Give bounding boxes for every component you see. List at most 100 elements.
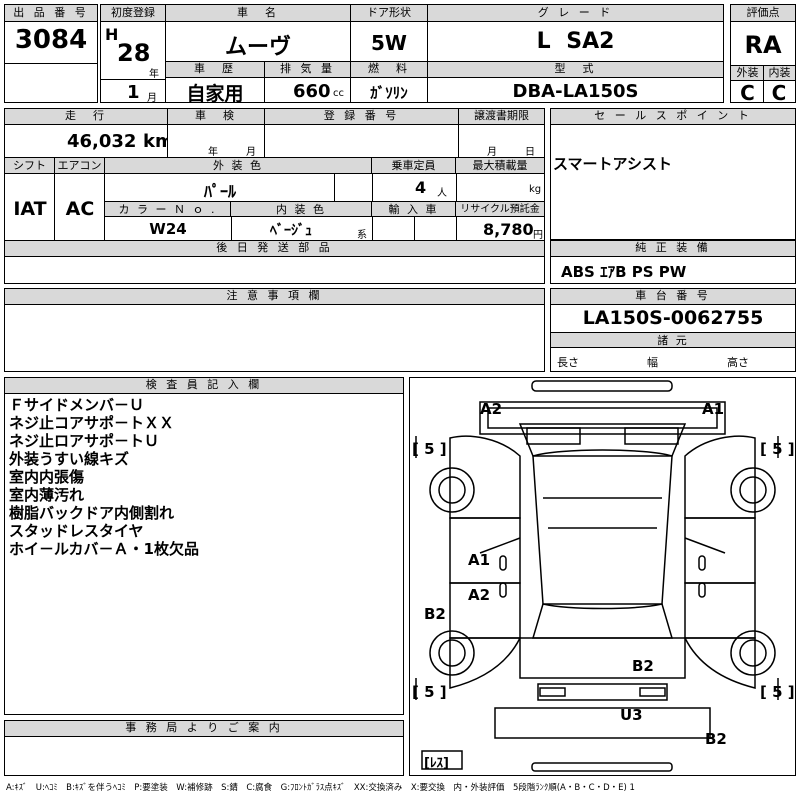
- lot-number-divider: [5, 63, 97, 64]
- car-name-box: 車 名 ムーヴ: [165, 4, 351, 62]
- capacity-value: 4: [415, 178, 427, 197]
- shift-value: IAT: [13, 198, 47, 220]
- shift-label: シフト: [5, 158, 55, 174]
- cautions-box: 注 意 事 項 欄: [4, 288, 545, 372]
- chassis-box: 車 台 番 号 LA150S-0062755 諸 元 長さ 幅 高さ: [550, 288, 796, 372]
- inspector-note: 外装うすい線キズ: [9, 450, 130, 468]
- displacement-label: 排 気 量: [265, 62, 350, 78]
- mileage-label: 走 行: [5, 109, 167, 125]
- inspector-note: 室内内張傷: [9, 468, 85, 486]
- mark-u3: U3: [620, 706, 643, 724]
- door-value: 5W: [371, 31, 407, 55]
- max-load-unit: kg: [529, 184, 542, 195]
- transfer-deadline-label: 譲渡書期限: [459, 109, 544, 125]
- score-value: RA: [744, 31, 782, 59]
- later-parts-box: 後 日 発 送 部 品: [4, 240, 545, 284]
- height-label: 高さ: [727, 356, 749, 369]
- width-label: 幅: [647, 356, 658, 369]
- import-divider-a: [372, 217, 373, 240]
- mark-tire-fr: [ 5 ]: [760, 440, 795, 458]
- inspector-note: ネジ止コアサポ－トＸＸ: [9, 414, 175, 432]
- fuel-label: 燃 料: [351, 62, 427, 78]
- shift-cell: [5, 174, 55, 240]
- chassis-label: 車 台 番 号: [551, 289, 795, 305]
- ext-color-label: 外 装 色: [105, 158, 372, 174]
- recycle-label: リサイクル預託金: [456, 201, 544, 217]
- genuine-equipment-label: 純 正 装 備: [551, 241, 795, 257]
- capacity-label: 乗車定員: [372, 158, 456, 174]
- inspection-label: 車 検: [168, 109, 264, 125]
- mark-b2-side: B2: [424, 605, 446, 623]
- office-box: 事 務 局 よ り ご 案 内: [4, 720, 404, 776]
- first-reg-month-unit: 月: [147, 93, 157, 104]
- ext-color-value: ﾊﾟｰﾙ: [203, 182, 236, 201]
- legend: A:ｷｽﾞ U:ﾍｺﾐ B:ｷｽﾞを伴うﾍｺﾐ P:要塗装 W:補修跡 S:錆 …: [6, 783, 635, 793]
- lot-number-box: 出 品 番 号 3084: [4, 4, 98, 103]
- history-box: 車 歴 自家用: [165, 61, 265, 105]
- length-label: 長さ: [557, 356, 579, 369]
- door-box: ドア形状 5W: [350, 4, 428, 62]
- mark-tire-fl: [ 5 ]: [412, 440, 447, 458]
- first-reg-label: 初度登録: [101, 5, 165, 22]
- recycle-divider: [456, 217, 457, 240]
- car-name-label: 車 名: [166, 5, 350, 22]
- first-reg-era: H: [105, 25, 119, 44]
- first-reg-box: 初度登録 H 28 年 1 月: [100, 4, 166, 104]
- sales-point-value: スマートアシスト: [553, 155, 672, 173]
- genuine-equipment-value: ABS ｴｱB PS PW: [561, 263, 687, 281]
- inspector-box: 検 査 員 記 入 欄 Ｆサイドメンバ－Ｕ ネジ止コアサポ－トＸＸ ネジ止ロアサ…: [4, 377, 404, 715]
- score-divider: [763, 81, 764, 102]
- first-reg-month: 1: [127, 82, 140, 103]
- max-load-label: 最大積載量: [456, 158, 544, 174]
- damage-diagram-box: A2 A1 [ 5 ] [ 5 ] A1 A2 B2 B2 [ 5 ] [ 5 …: [409, 377, 796, 776]
- later-parts-label: 後 日 発 送 部 品: [5, 241, 544, 257]
- mileage-value: 46,032: [67, 131, 137, 152]
- exterior-score-label: 外装: [731, 65, 764, 81]
- fuel-value: ｶﾞｿﾘﾝ: [370, 84, 408, 102]
- mark-a2-side: A2: [468, 586, 491, 604]
- mark-b2-bumper: B2: [705, 730, 727, 748]
- transfer-deadline-day-unit: 日: [525, 147, 535, 158]
- car-diagram: [415, 380, 779, 772]
- mark-a2-front: A2: [480, 400, 503, 418]
- history-value: 自家用: [186, 83, 244, 105]
- first-reg-year-unit: 年: [149, 69, 159, 80]
- int-color-divider: [231, 217, 232, 240]
- color-no-label: カ ラ ー Ｎ ｏ .: [105, 201, 231, 217]
- capacity-unit: 人: [437, 188, 447, 199]
- load-divider: [456, 174, 457, 201]
- mark-b2-rear: B2: [632, 657, 654, 675]
- registration-box: 登 録 番 号: [264, 108, 459, 158]
- model-code-box: 型 式 DBA-LA150S: [427, 61, 724, 103]
- registration-label: 登 録 番 号: [265, 109, 458, 125]
- grade-value: L SA2: [536, 29, 615, 54]
- recycle-unit: 円: [533, 230, 543, 241]
- lot-number-label: 出 品 番 号: [5, 5, 97, 22]
- import-label: 輸 入 車: [372, 201, 456, 217]
- model-code-label: 型 式: [428, 62, 723, 78]
- first-reg-divider: [101, 79, 165, 80]
- inspector-note: ホイ－ルカバ－Ａ・1枚欠品: [9, 540, 199, 558]
- inspector-notes: Ｆサイドメンバ－Ｕ ネジ止コアサポ－トＸＸ ネジ止ロアサポ－トＵ 外装うすい線キ…: [9, 396, 199, 558]
- grade-label: グ レ ー ド: [428, 5, 723, 22]
- mark-tire-rl: [ 5 ]: [412, 683, 447, 701]
- chassis-value: LA150S-0062755: [582, 307, 764, 329]
- import-divider-b: [414, 217, 415, 240]
- sales-point-box: セ ー ル ス ポ イ ン ト スマートアシスト: [550, 108, 796, 240]
- int-color-unit: 系: [357, 230, 367, 241]
- int-color-value: ﾍﾞｰｼﾞｭ: [270, 223, 312, 239]
- mileage-box: 走 行 46,032 km: [4, 108, 174, 158]
- mileage-unit: km: [143, 131, 174, 152]
- inspector-note: Ｆサイドメンバ－Ｕ: [9, 396, 145, 414]
- door-label: ドア形状: [351, 5, 427, 22]
- inspector-note: ネジ止ロアサポ－トＵ: [9, 432, 160, 450]
- exterior-score-value: C: [740, 81, 755, 105]
- recycle-value: 8,780: [483, 220, 534, 239]
- lot-number-value: 3084: [14, 25, 88, 55]
- model-code-value: DBA-LA150S: [512, 81, 639, 102]
- inspector-note: 室内薄汚れ: [9, 486, 85, 504]
- spec-box: シフト エアコン 外 装 色 乗車定員 最大積載量 IAT AC ﾊﾟｰﾙ 4 …: [4, 157, 545, 241]
- color-no-value: W24: [149, 220, 187, 238]
- transfer-deadline-box: 譲渡書期限 月 日: [458, 108, 545, 158]
- inspector-label: 検 査 員 記 入 欄: [5, 378, 403, 394]
